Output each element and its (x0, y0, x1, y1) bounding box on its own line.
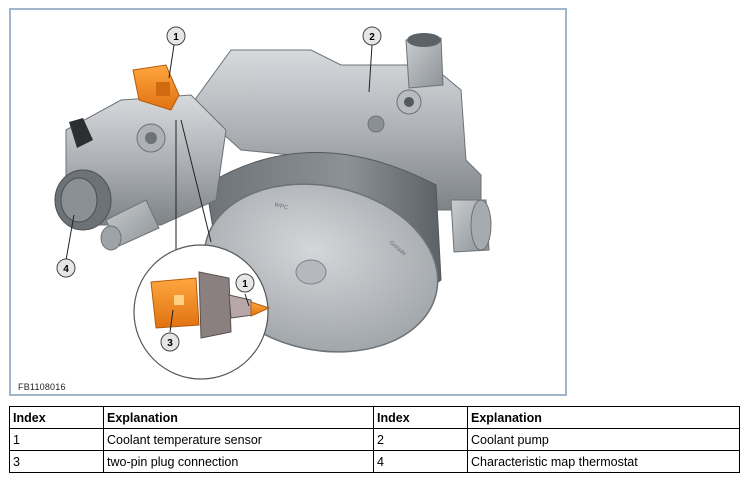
header-explanation-1: Explanation (103, 406, 374, 429)
upper-pipe-opening (407, 33, 441, 47)
row1-explanation-1: Coolant temperature sensor (103, 428, 374, 451)
row2-index-2: 4 (373, 450, 468, 473)
row2-index-1: 3 (9, 450, 104, 473)
header-index-2: Index (373, 406, 468, 429)
header-explanation-2: Explanation (467, 406, 740, 429)
inset-sensor-tip (250, 301, 271, 317)
pump-label-wpc: WPC (273, 202, 289, 212)
table-row: 1 Coolant temperature sensor 2 Coolant p… (9, 428, 740, 451)
header-index-1: Index (9, 406, 104, 429)
legend-table: Index Explanation Index Explanation 1 Co… (9, 406, 740, 473)
bolt-hole (367, 115, 385, 133)
callout-2-label: 2 (369, 32, 375, 43)
thermostat-connector (69, 118, 93, 148)
callout-1-label: 1 (173, 32, 179, 43)
row2-explanation-1: two-pin plug connection (103, 450, 374, 473)
callout-3-label: 3 (167, 338, 173, 349)
row1-explanation-2: Coolant pump (467, 428, 740, 451)
row2-explanation-2: Characteristic map thermostat (467, 450, 740, 473)
coolant-pump-drawing: WPC Gerade (54, 26, 492, 380)
callout-1-inset-label: 1 (242, 279, 248, 290)
callout-4: 4 (56, 258, 76, 278)
callout-2: 2 (362, 26, 382, 46)
callout-1-main: 1 (166, 26, 186, 46)
pump-cover-centre (295, 259, 327, 285)
callout-3: 3 (160, 332, 180, 352)
row1-index-2: 2 (373, 428, 468, 451)
row1-index-1: 1 (9, 428, 104, 451)
callout-4-label: 4 (63, 264, 69, 275)
callout-1-inset: 1 (235, 273, 255, 293)
component-illustration: WPC Gerade (9, 8, 567, 396)
legend-header-row: Index Explanation Index Explanation (9, 406, 740, 429)
figure-id: FB1108016 (18, 382, 66, 392)
inset-sensor-thread (198, 271, 232, 339)
table-row: 3 two-pin plug connection 4 Characterist… (9, 450, 740, 473)
